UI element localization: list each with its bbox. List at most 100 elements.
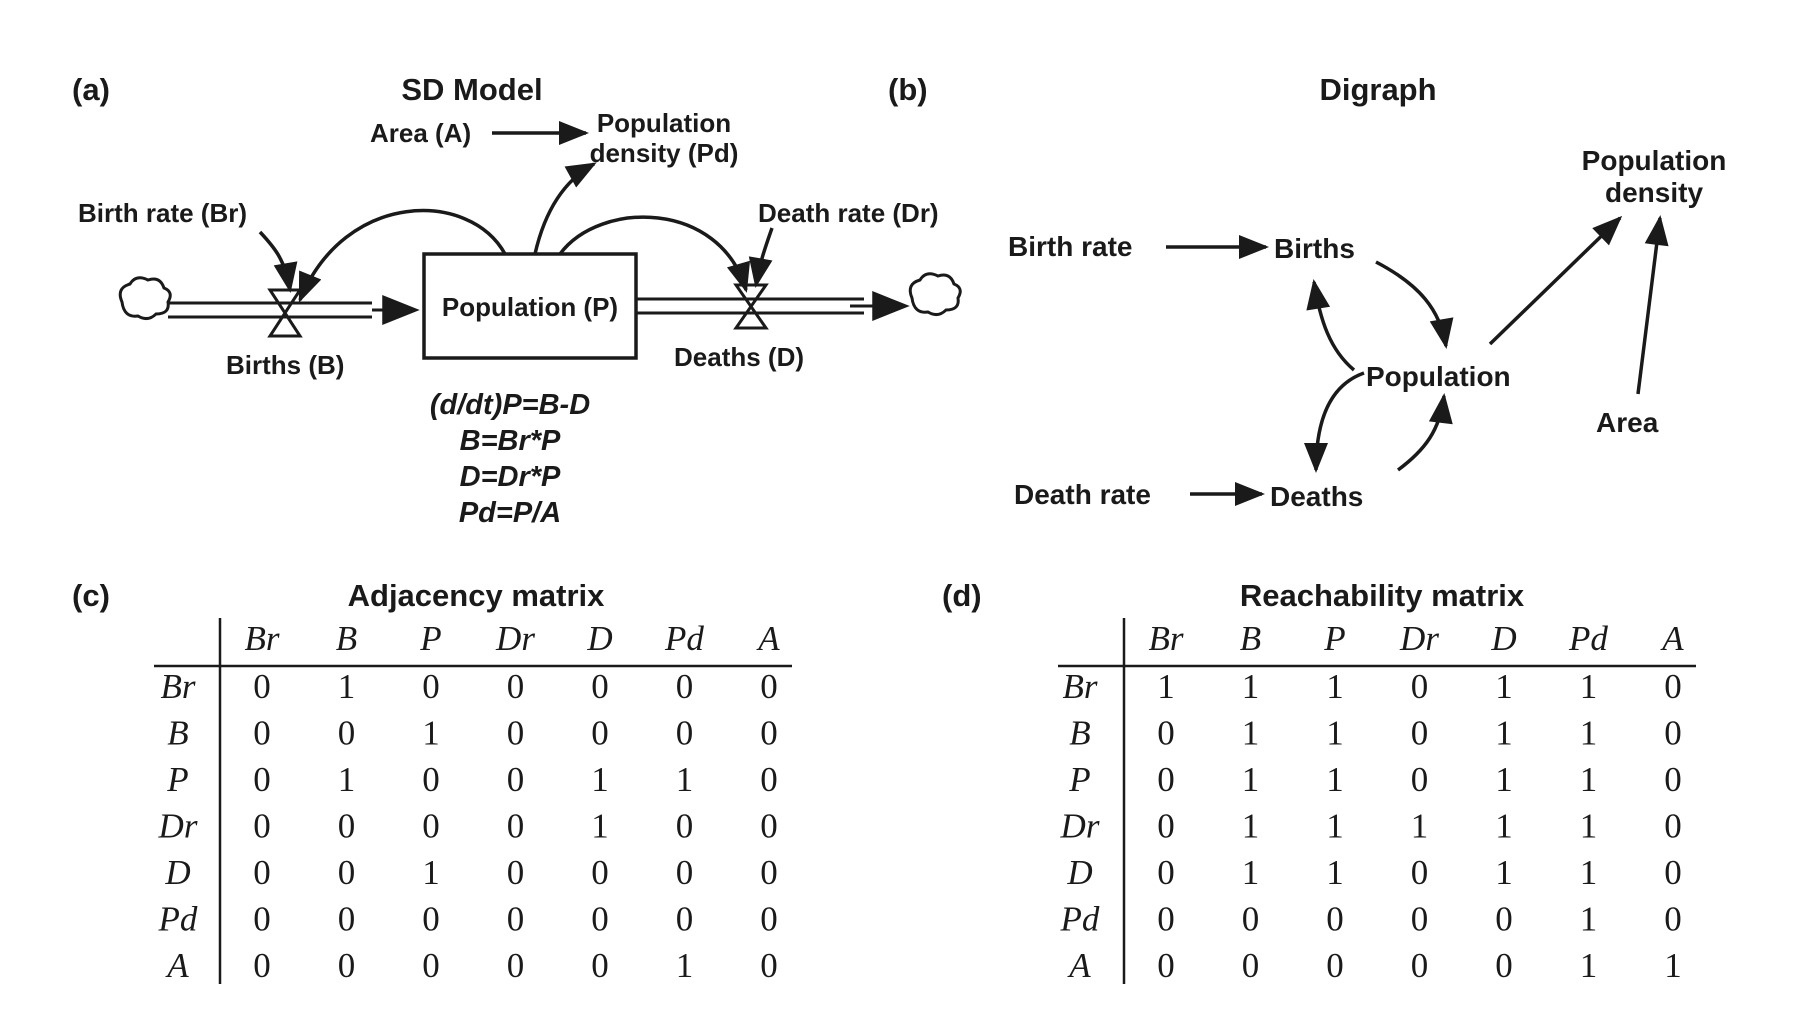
adjacency-cell: 0 xyxy=(760,900,778,939)
reachability-cell: 0 xyxy=(1411,853,1429,892)
reachability-cell: 1 xyxy=(1664,946,1682,985)
stock-label: Population (P) xyxy=(442,292,618,322)
reachability-col-header: B xyxy=(1240,619,1261,658)
reachability-cell: 0 xyxy=(1157,946,1175,985)
adjacency-cell: 1 xyxy=(422,853,440,892)
reachability-cell: 1 xyxy=(1242,667,1260,706)
panel-d-title: Reachability matrix xyxy=(1240,578,1525,613)
adjacency-cell: 0 xyxy=(422,760,440,799)
adjacency-col-header: B xyxy=(336,619,357,658)
adjacency-col-header: Pd xyxy=(664,619,704,658)
reachability-cell: 1 xyxy=(1580,900,1598,939)
link-birthrate-births xyxy=(258,230,298,293)
reachability-col-header: D xyxy=(1490,619,1516,658)
adjacency-cell: 0 xyxy=(253,667,271,706)
adjacency-row-header: Dr xyxy=(158,807,198,846)
reachability-cell: 0 xyxy=(1495,900,1513,939)
adjacency-cell: 1 xyxy=(591,807,609,846)
reachability-cell: 1 xyxy=(1580,714,1598,753)
adjacency-cell: 0 xyxy=(676,853,694,892)
adjacency-cell: 0 xyxy=(676,807,694,846)
adjacency-cell: 0 xyxy=(591,900,609,939)
reachability-cell: 0 xyxy=(1411,714,1429,753)
reachability-cell: 0 xyxy=(1157,714,1175,753)
digraph-node-births: Births xyxy=(1274,233,1355,264)
adjacency-cell: 0 xyxy=(760,760,778,799)
adjacency-cell: 0 xyxy=(422,900,440,939)
adjacency-cell: 1 xyxy=(422,714,440,753)
deaths-label: Deaths (D) xyxy=(674,342,804,372)
reachability-cell: 0 xyxy=(1242,946,1260,985)
reachability-cell: 0 xyxy=(1326,946,1344,985)
panel-a: (a) SD Model Population (P) Bi xyxy=(72,72,962,529)
digraph-node-area: Area xyxy=(1596,407,1659,438)
reachability-cell: 0 xyxy=(1326,900,1344,939)
density-label-line1: Population xyxy=(597,108,731,138)
reachability-cell: 1 xyxy=(1242,714,1260,753)
adjacency-cell: 0 xyxy=(760,946,778,985)
adjacency-cell: 0 xyxy=(760,667,778,706)
adjacency-cell: 0 xyxy=(591,667,609,706)
edge-population-deaths xyxy=(1304,371,1365,473)
reachability-cell: 0 xyxy=(1411,946,1429,985)
adjacency-cell: 1 xyxy=(676,946,694,985)
adjacency-row-header: Br xyxy=(161,667,196,706)
reachability-cell: 1 xyxy=(1495,667,1513,706)
adjacency-cell: 0 xyxy=(422,807,440,846)
reachability-cell: 1 xyxy=(1495,807,1513,846)
panel-b-title: Digraph xyxy=(1319,72,1436,107)
reachability-cell: 0 xyxy=(1664,714,1682,753)
outflow-pipe xyxy=(637,291,910,321)
births-valve-icon xyxy=(267,288,303,338)
edge-population-births xyxy=(1306,279,1356,372)
panel-b: (b) Digraph Birth rate Births Population… xyxy=(888,72,1726,512)
adjacency-cell: 0 xyxy=(253,946,271,985)
adjacency-row-header: Pd xyxy=(158,900,198,939)
reachability-cell: 0 xyxy=(1411,900,1429,939)
adjacency-cell: 0 xyxy=(507,760,525,799)
reachability-row-header: A xyxy=(1067,946,1091,985)
adjacency-cell: 0 xyxy=(338,900,356,939)
source-cloud-icon xyxy=(118,276,172,321)
reachability-cell: 1 xyxy=(1580,946,1598,985)
adjacency-cell: 0 xyxy=(760,807,778,846)
reachability-cell: 1 xyxy=(1495,714,1513,753)
reachability-cell: 1 xyxy=(1242,807,1260,846)
adjacency-cell: 0 xyxy=(507,946,525,985)
reachability-row-header: Dr xyxy=(1060,807,1100,846)
reachability-cell: 0 xyxy=(1495,946,1513,985)
death-rate-label: Death rate (Dr) xyxy=(758,198,939,228)
link-population-density xyxy=(533,162,597,255)
panel-b-tag: (b) xyxy=(888,72,928,107)
adjacency-col-header: P xyxy=(419,619,441,658)
reachability-cell: 0 xyxy=(1411,667,1429,706)
link-population-deaths xyxy=(558,215,750,293)
adjacency-cell: 0 xyxy=(253,900,271,939)
panel-c-title: Adjacency matrix xyxy=(348,578,605,613)
reachability-row-header: D xyxy=(1066,853,1092,892)
adjacency-col-header: A xyxy=(756,619,780,658)
adjacency-cell: 0 xyxy=(253,807,271,846)
adjacency-cell: 0 xyxy=(591,853,609,892)
reachability-cell: 1 xyxy=(1242,853,1260,892)
reachability-cell: 1 xyxy=(1580,807,1598,846)
digraph-node-birth-rate: Birth rate xyxy=(1008,231,1132,262)
adjacency-cell: 1 xyxy=(338,667,356,706)
reachability-cell: 1 xyxy=(1157,667,1175,706)
reachability-cell: 0 xyxy=(1242,900,1260,939)
births-label: Births (B) xyxy=(226,350,344,380)
reachability-cell: 0 xyxy=(1664,760,1682,799)
adjacency-cell: 1 xyxy=(338,760,356,799)
reachability-cell: 1 xyxy=(1580,853,1598,892)
population-stock xyxy=(422,252,638,360)
adjacency-row-header: A xyxy=(165,946,189,985)
reachability-row-header: B xyxy=(1069,714,1090,753)
adjacency-cell: 0 xyxy=(676,900,694,939)
equation-density: Pd=P/A xyxy=(459,497,561,529)
equation-stock: (d/dt)P=B-D xyxy=(430,389,590,421)
adjacency-cell: 0 xyxy=(591,714,609,753)
reachability-cell: 0 xyxy=(1411,760,1429,799)
